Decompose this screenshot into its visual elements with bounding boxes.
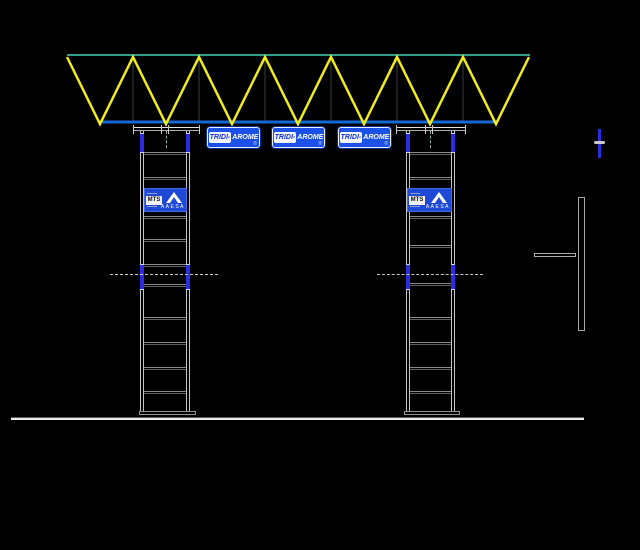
side-view-bolt-tick bbox=[594, 141, 605, 144]
column-cap-plate bbox=[396, 125, 466, 134]
ladder-rung bbox=[144, 216, 186, 219]
splice-bolt bbox=[140, 264, 144, 290]
gantry-sign: TRIDI- AROME ® bbox=[337, 126, 392, 149]
base-plate bbox=[139, 411, 196, 415]
registered-mark: ® bbox=[318, 141, 322, 147]
brand-label: AAESA bbox=[160, 204, 185, 210]
column-sign: MTS AAESA bbox=[144, 188, 187, 212]
gantry-sign: TRIDI- AROME ® bbox=[206, 126, 261, 149]
cap-tick bbox=[199, 125, 200, 134]
fine-print-line bbox=[147, 206, 157, 207]
fine-print-line bbox=[147, 193, 157, 194]
ladder-rung bbox=[410, 177, 451, 180]
sign-prefix: TRIDI- bbox=[339, 132, 363, 143]
cap-tick bbox=[133, 125, 134, 134]
mts-code-box: MTS bbox=[409, 196, 425, 205]
aaesa-chevron-icon bbox=[166, 192, 182, 203]
splice-centerline bbox=[377, 274, 483, 275]
ladder-rung bbox=[144, 284, 186, 287]
base-plate bbox=[404, 411, 460, 415]
column-cap-plate bbox=[133, 125, 200, 134]
registered-mark: ® bbox=[384, 141, 388, 147]
splice-bolt bbox=[451, 264, 455, 290]
anchor-bolt bbox=[186, 133, 190, 153]
splice-bolt bbox=[186, 264, 190, 290]
side-view-column bbox=[578, 197, 585, 331]
sign-suffix: AROME bbox=[232, 134, 259, 141]
mts-code-box: MTS bbox=[146, 196, 162, 205]
ladder-rung bbox=[410, 152, 451, 155]
splice-bolt bbox=[406, 264, 410, 290]
cap-tick bbox=[396, 125, 397, 134]
ladder-rung bbox=[144, 342, 186, 345]
aaesa-chevron-icon bbox=[431, 192, 447, 203]
ground-line bbox=[11, 417, 584, 420]
ladder-rung bbox=[410, 245, 451, 248]
ladder-rung bbox=[144, 239, 186, 242]
ladder-rung bbox=[410, 342, 451, 345]
ladder-rung bbox=[144, 177, 186, 180]
anchor-bolt bbox=[140, 133, 144, 153]
gantry-sign: TRIDI- AROME ® bbox=[271, 126, 326, 149]
ladder-rung bbox=[144, 152, 186, 155]
brand-label: AAESA bbox=[425, 204, 450, 210]
splice-centerline bbox=[110, 274, 218, 275]
ladder-rung bbox=[410, 391, 451, 394]
anchor-bolt bbox=[451, 133, 455, 153]
side-view-arm bbox=[534, 253, 576, 257]
fine-print-line bbox=[410, 193, 420, 194]
truss-diagonals bbox=[65, 54, 531, 127]
ladder-rung bbox=[410, 367, 451, 370]
registered-mark: ® bbox=[253, 141, 257, 147]
ladder-rung bbox=[410, 317, 451, 320]
ladder-rung bbox=[410, 216, 451, 219]
cap-tick bbox=[161, 125, 162, 134]
anchor-bolt bbox=[406, 133, 410, 153]
fine-print-line bbox=[410, 206, 420, 207]
sign-suffix: AROME bbox=[297, 134, 324, 141]
sign-suffix: AROME bbox=[363, 134, 390, 141]
ladder-rung bbox=[144, 367, 186, 370]
column-sign: MTS AAESA bbox=[407, 188, 452, 212]
column-centerline bbox=[430, 131, 431, 148]
sign-prefix: TRIDI- bbox=[208, 132, 232, 143]
cap-tick bbox=[425, 125, 426, 134]
ladder-rung bbox=[144, 317, 186, 320]
sign-prefix: TRIDI- bbox=[273, 132, 297, 143]
ladder-rung bbox=[144, 264, 186, 267]
column-centerline bbox=[166, 131, 167, 148]
cap-tick bbox=[465, 125, 466, 134]
ladder-rung bbox=[410, 283, 451, 286]
cap-tick bbox=[432, 125, 433, 134]
cap-tick bbox=[168, 125, 169, 134]
ladder-rung bbox=[144, 391, 186, 394]
